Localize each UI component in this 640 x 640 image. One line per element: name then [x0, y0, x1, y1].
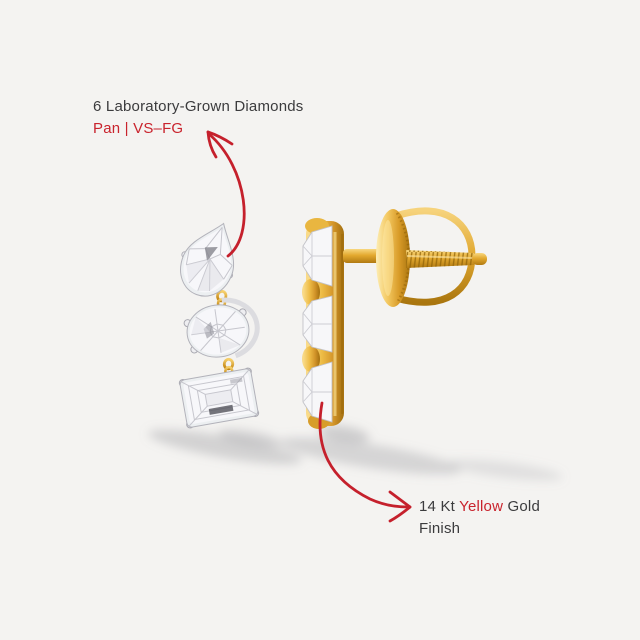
diamond-annotation: 6 Laboratory-Grown Diamonds Pan | VS–FG — [93, 96, 304, 140]
ear-post — [343, 249, 383, 263]
emerald-diamond — [178, 367, 260, 429]
diamond-annotation-line2: Pan | VS–FG — [93, 120, 184, 137]
stone-side-profiles — [302, 225, 333, 423]
stone-profile-top — [302, 225, 333, 287]
stone-profile-middle — [302, 295, 333, 353]
stone-profile-bottom — [302, 361, 333, 423]
arrow-to-gold — [318, 401, 412, 523]
pear-diamond — [180, 222, 235, 297]
gold-annotation-karat: 14 Kt — [419, 498, 460, 515]
screw-thread — [406, 250, 487, 268]
diamond-annotation-line1: 6 Laboratory-Grown Diamonds — [93, 98, 304, 115]
ground-shadow — [148, 425, 563, 481]
arrow-to-diamonds — [206, 130, 246, 258]
screw-back-disc — [376, 209, 411, 307]
side-earring — [302, 207, 487, 429]
gold-annotation-highlight: Yellow — [459, 498, 504, 515]
front-earring — [178, 222, 260, 429]
gold-annotation-metal: Gold — [503, 498, 540, 515]
gold-annotation-line1: 14 Kt Yellow Gold — [419, 496, 540, 518]
screw-tip — [472, 253, 487, 265]
gold-annotation: 14 Kt Yellow Gold Finish — [419, 496, 540, 540]
gold-annotation-line2: Finish — [419, 520, 461, 537]
oval-diamond — [183, 297, 260, 359]
